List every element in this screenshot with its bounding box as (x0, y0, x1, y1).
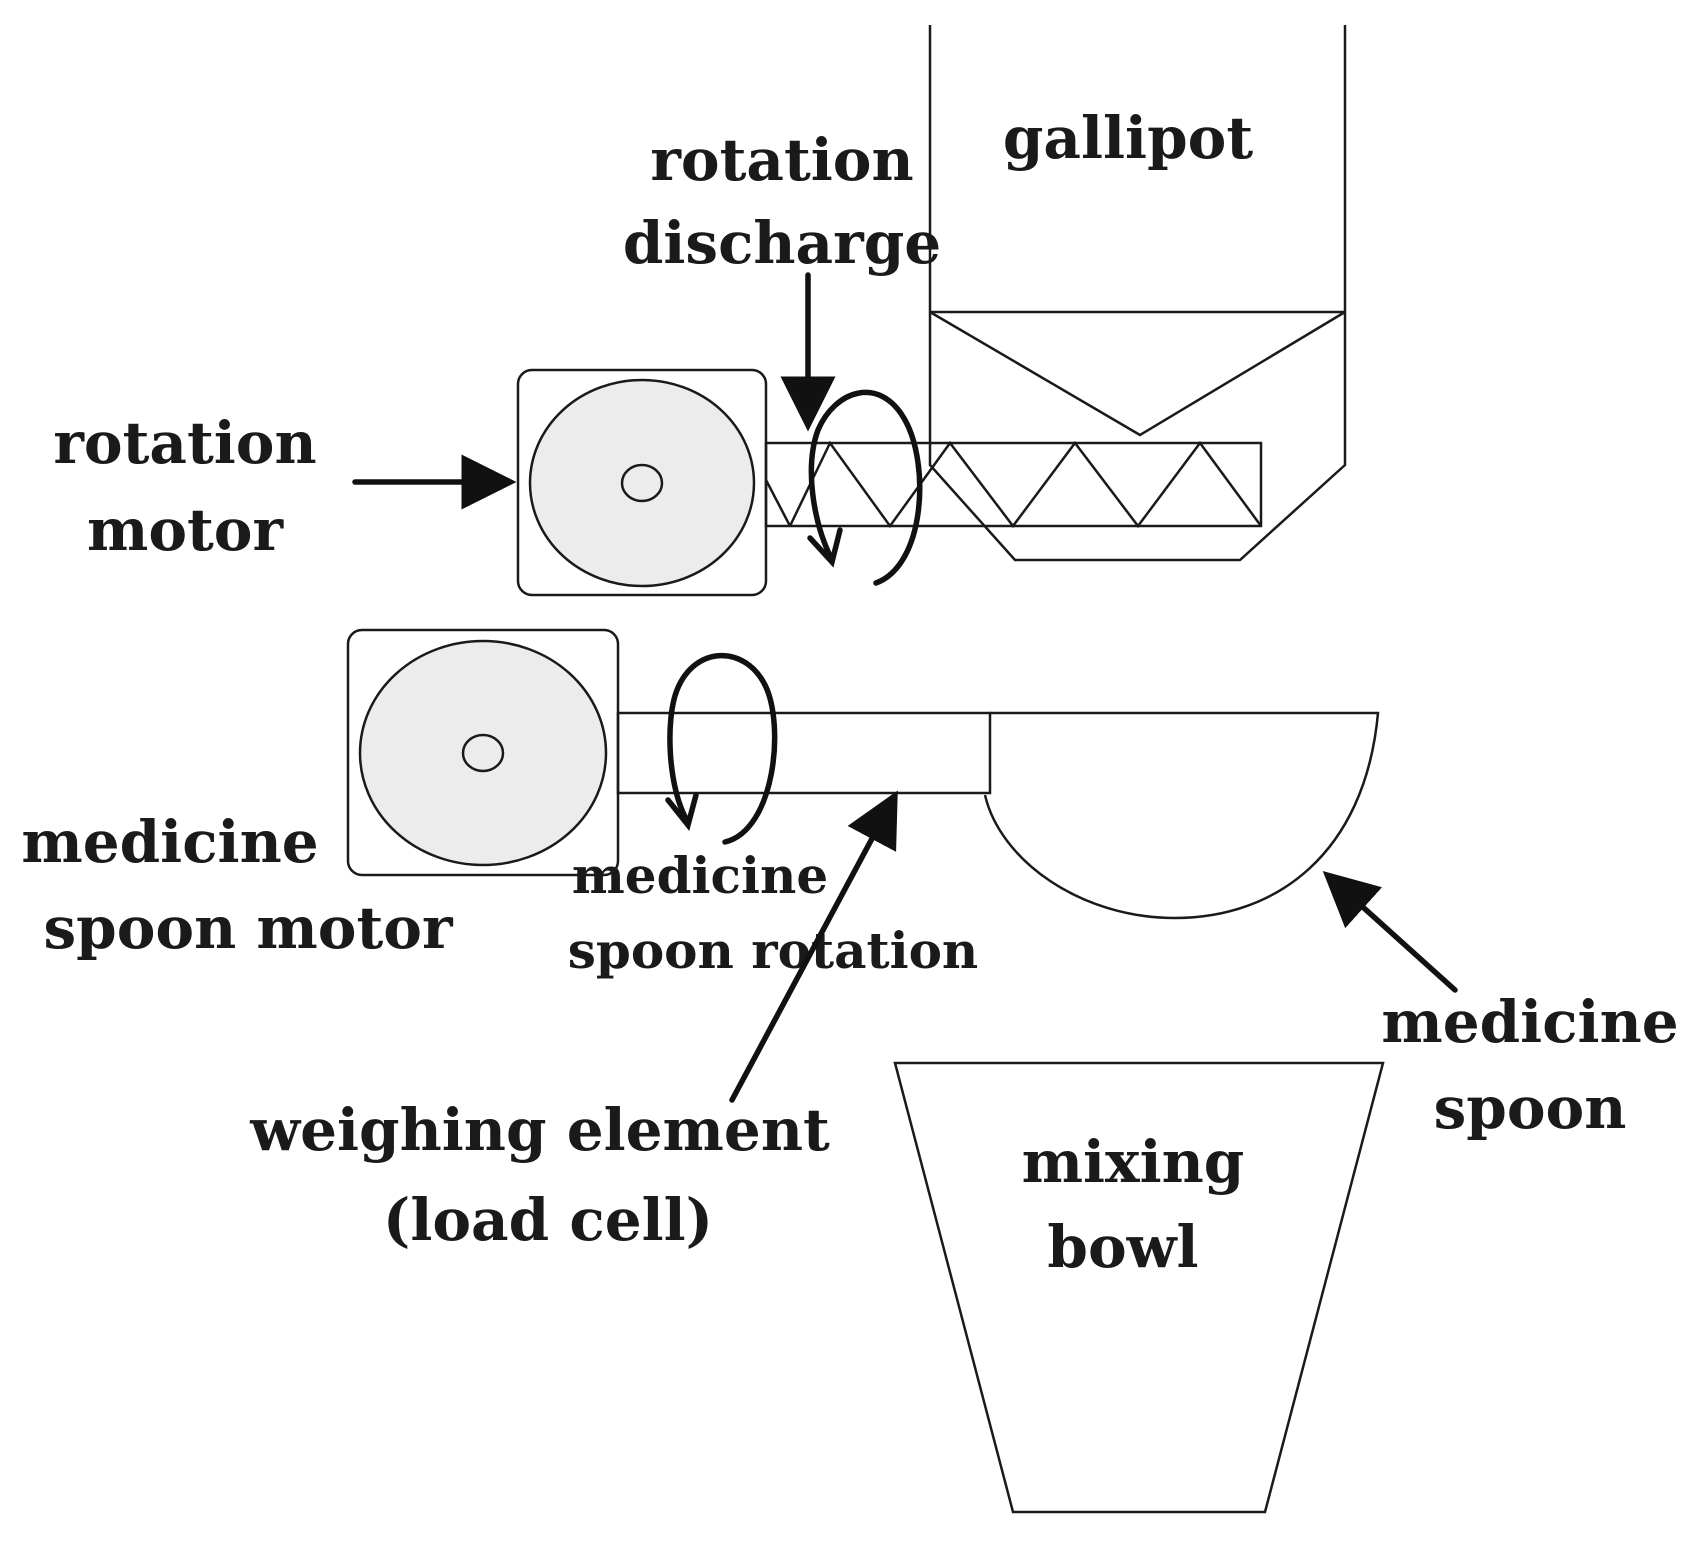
gallipot-funnel (929, 310, 1346, 437)
mixing-bowl-label-line2: bowl (1047, 1213, 1198, 1281)
rotation-motor-hub (620, 463, 664, 503)
rotation-discharge-arrowhead (807, 527, 843, 568)
spoon-motor-label-line1: medicine (21, 808, 318, 876)
mixing-bowl-label-line1: mixing (1022, 1128, 1245, 1196)
medicine-spoon: medicine spoon (983, 711, 1679, 1142)
rotation-motor (516, 368, 768, 597)
rotation-discharge-arc (808, 389, 923, 586)
spoon-motor-label-line2: spoon motor (43, 894, 453, 962)
spoon-shaft (616, 711, 992, 795)
weighing-element-label-line1: weighing element (249, 1096, 830, 1164)
rotation-discharge-label-line2: discharge (623, 209, 941, 277)
medicine-spoon-label-line1: medicine (1381, 988, 1678, 1056)
rotation-motor-callout: rotation motor (53, 409, 517, 564)
mixing-bowl-body (893, 1061, 1385, 1514)
screw-flight-start (764, 479, 792, 527)
gallipot-label: gallipot (1003, 104, 1253, 172)
medicine-spoon-label-line2: spoon (1434, 1074, 1627, 1142)
spoon-shaft-tube (616, 711, 992, 795)
spoon-rotation-arrowhead (665, 792, 699, 831)
medicine-spoon-arrow (1322, 870, 1458, 993)
mixing-bowl: mixing bowl (893, 1061, 1385, 1514)
gallipot: gallipot (928, 25, 1347, 562)
weighing-element-callout: weighing element (load cell) (249, 790, 898, 1254)
gallipot-body (928, 25, 1347, 562)
weighing-element-label-line2: (load cell) (383, 1186, 713, 1254)
rotation-discharge: rotation discharge (623, 126, 941, 586)
rotation-motor-label-line2: motor (87, 496, 285, 564)
spoon-rotation-label-line2: spoon rotation (568, 921, 979, 980)
medicine-spoon-motor: medicine spoon motor (21, 628, 620, 962)
spoon-rotation: medicine spoon rotation (568, 652, 979, 980)
rotation-discharge-label-line1: rotation (650, 126, 913, 194)
spoon-rotation-label-line1: medicine (572, 846, 828, 905)
screw-flights (788, 440, 1263, 529)
screw-conveyor (764, 440, 1263, 529)
medicine-spoon-bowl (983, 711, 1380, 920)
rotation-motor-label-line1: rotation (53, 409, 316, 477)
weighing-element-arrow (729, 790, 898, 1103)
spoon-motor-hub (461, 733, 505, 773)
spoon-rotation-arc (667, 652, 778, 845)
